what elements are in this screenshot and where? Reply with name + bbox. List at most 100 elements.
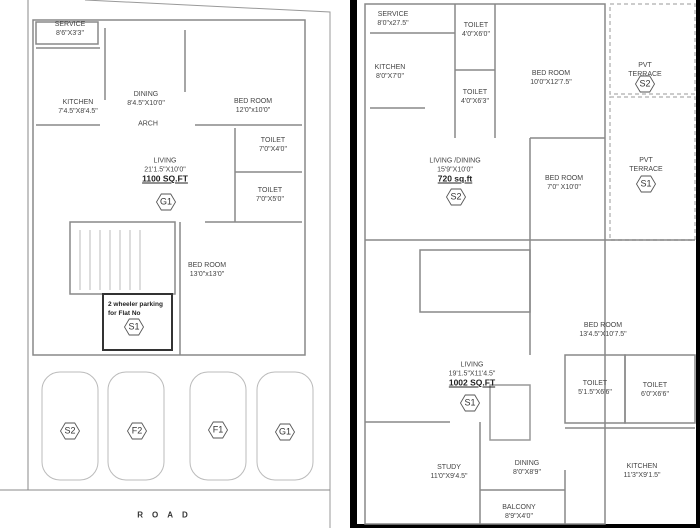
room-size: 4'0"X6'0" bbox=[462, 31, 490, 38]
room-size: 19'1.5"X11'4.5" bbox=[448, 370, 496, 378]
room-dining: DINING 8'0"X8'9" bbox=[513, 459, 541, 477]
flat-tag-hex: S2 bbox=[635, 75, 655, 93]
room-size: 8'4.5"X10'0" bbox=[127, 100, 165, 107]
flat-tag: S1 bbox=[461, 395, 479, 411]
area-label: 1002 SQ.FT bbox=[448, 377, 496, 388]
room-size: 6'0"X6'6" bbox=[641, 391, 669, 398]
room-size: 7'0"X4'0" bbox=[259, 146, 287, 153]
room-name: BED ROOM bbox=[233, 98, 273, 105]
parking-tag: S1 bbox=[125, 319, 143, 335]
flat-tag-hex: S1 bbox=[636, 175, 656, 193]
room-balcony: BALCONY 8'9"X4'0" bbox=[502, 503, 535, 521]
room-name: SERVICE bbox=[54, 21, 86, 28]
room-toilet: TOILET 7'0"X5'0" bbox=[256, 186, 284, 204]
room-name: ARCH bbox=[138, 120, 158, 128]
room-size: 12'0"x10'0" bbox=[235, 107, 271, 114]
room-size: 10'0"X12'7.5" bbox=[530, 79, 572, 86]
room-toilet: TOILET 4'0"X6'0" bbox=[462, 21, 490, 39]
flat-tag-hex: G1 bbox=[156, 193, 176, 211]
room-name: BED ROOM bbox=[583, 322, 623, 329]
room-size: 8'0"X7'0" bbox=[376, 73, 404, 80]
room-study: STUDY 11'0"X9'4.5" bbox=[430, 463, 467, 481]
room-bedroom: BED ROOM 10'0"X12'7.5" bbox=[530, 69, 572, 87]
pvt-terrace: PVT TERRACE bbox=[625, 61, 665, 79]
car-tag-hex: F1 bbox=[208, 421, 228, 439]
room-name: DINING bbox=[133, 91, 159, 98]
flat-tag-hex: S1 bbox=[460, 394, 480, 412]
flat-tag: S2 bbox=[447, 189, 465, 205]
room-name: BED ROOM bbox=[187, 262, 227, 269]
car-tag-hex: S2 bbox=[60, 422, 80, 440]
room-name: SERVICE bbox=[377, 11, 409, 18]
room-name: TOILET bbox=[257, 187, 283, 194]
two-wheeler-parking-note: 2 wheeler parking for Flat No bbox=[108, 300, 163, 318]
room-bedroom: BED ROOM 7'0" X10'0" bbox=[545, 174, 583, 192]
flat-tag: G1 bbox=[157, 194, 175, 210]
room-toilet: TOILET 6'0"X6'6" bbox=[641, 381, 669, 399]
room-name: BALCONY bbox=[502, 504, 536, 511]
flat-tag: S2 bbox=[636, 76, 654, 92]
room-size: 8'6"X3'3" bbox=[56, 30, 84, 37]
room-size: 13'0"x13'0" bbox=[189, 271, 225, 278]
flat-tag: S1 bbox=[637, 176, 655, 192]
car-tag: F2 bbox=[128, 423, 146, 439]
parking-tag-hex: S1 bbox=[124, 318, 144, 336]
room-kitchen: KITCHEN 8'0"X7'0" bbox=[375, 63, 406, 81]
room-name: TOILET bbox=[260, 137, 286, 144]
arch-label: ARCH bbox=[138, 120, 158, 129]
room-size: 8'0"X8'9" bbox=[513, 469, 541, 476]
parking-note-line: 2 wheeler parking bbox=[108, 301, 163, 308]
room-name: BED ROOM bbox=[531, 70, 571, 77]
room-size: 15'9"X10'0" bbox=[437, 166, 473, 174]
room-kitchen: KITCHEN 7'4.5"X8'4.5" bbox=[58, 98, 98, 116]
room-toilet: TOILET 7'0"X4'0" bbox=[259, 136, 287, 154]
room-name: TOILET bbox=[642, 382, 668, 389]
room-size: 8'0"x27.5" bbox=[377, 20, 409, 27]
room-bedroom: BED ROOM 12'0"x10'0" bbox=[234, 97, 272, 115]
room-name: LIVING bbox=[460, 361, 484, 369]
room-size: 11'0"X9'4.5" bbox=[430, 473, 468, 480]
car-tag: G1 bbox=[276, 424, 294, 440]
road-label: ROAD bbox=[137, 510, 197, 520]
room-size: 5'1.5"X6'6" bbox=[578, 389, 612, 396]
area-label: 1100 SQ.FT bbox=[142, 173, 188, 184]
room-size: 8'9"X4'0" bbox=[505, 513, 533, 520]
room-size: 4'0"X6'3" bbox=[461, 98, 489, 105]
room-size: 13'4.5"X10'7.5" bbox=[579, 331, 627, 338]
room-service: SERVICE 8'0"x27.5" bbox=[377, 10, 408, 28]
car-tag-hex: G1 bbox=[275, 423, 295, 441]
room-size: 21'1.5"X10'0" bbox=[144, 166, 186, 174]
car-tag-hex: F2 bbox=[127, 422, 147, 440]
room-name: TOILET bbox=[582, 380, 608, 387]
room-size: 7'0"X5'0" bbox=[256, 196, 284, 203]
room-name: STUDY bbox=[437, 464, 461, 471]
car-tag: S2 bbox=[61, 423, 79, 439]
room-name: PVT TERRACE bbox=[628, 62, 662, 78]
room-size: 11'3"X9'1.5" bbox=[623, 472, 661, 479]
room-toilet: TOILET 4'0"X6'3" bbox=[461, 88, 489, 106]
room-name: KITCHEN bbox=[374, 64, 406, 71]
pvt-terrace: PVT TERRACE bbox=[626, 156, 666, 174]
parking-note-line: for Flat No bbox=[108, 310, 141, 317]
room-name: BED ROOM bbox=[544, 175, 584, 182]
room-dining: DINING 8'4.5"X10'0" bbox=[127, 90, 165, 108]
room-bedroom: BED ROOM 13'4.5"X10'7.5" bbox=[579, 321, 626, 339]
room-name: TOILET bbox=[463, 22, 489, 29]
room-name: PVT TERRACE bbox=[629, 157, 663, 173]
room-service: SERVICE 8'6"X3'3" bbox=[55, 20, 86, 38]
car-tag: F1 bbox=[209, 422, 227, 438]
room-name: DINING bbox=[514, 460, 540, 467]
room-toilet: TOILET 5'1.5"X6'6" bbox=[578, 379, 612, 397]
room-name: LIVING /DINING bbox=[429, 157, 481, 165]
room-size: 7'4.5"X8'4.5" bbox=[58, 108, 98, 115]
flat-tag-hex: S2 bbox=[446, 188, 466, 206]
room-name: KITCHEN bbox=[62, 99, 94, 106]
room-name: TOILET bbox=[462, 89, 488, 96]
area-label: 720 sq.ft bbox=[437, 173, 473, 184]
room-size: 7'0" X10'0" bbox=[547, 184, 581, 191]
